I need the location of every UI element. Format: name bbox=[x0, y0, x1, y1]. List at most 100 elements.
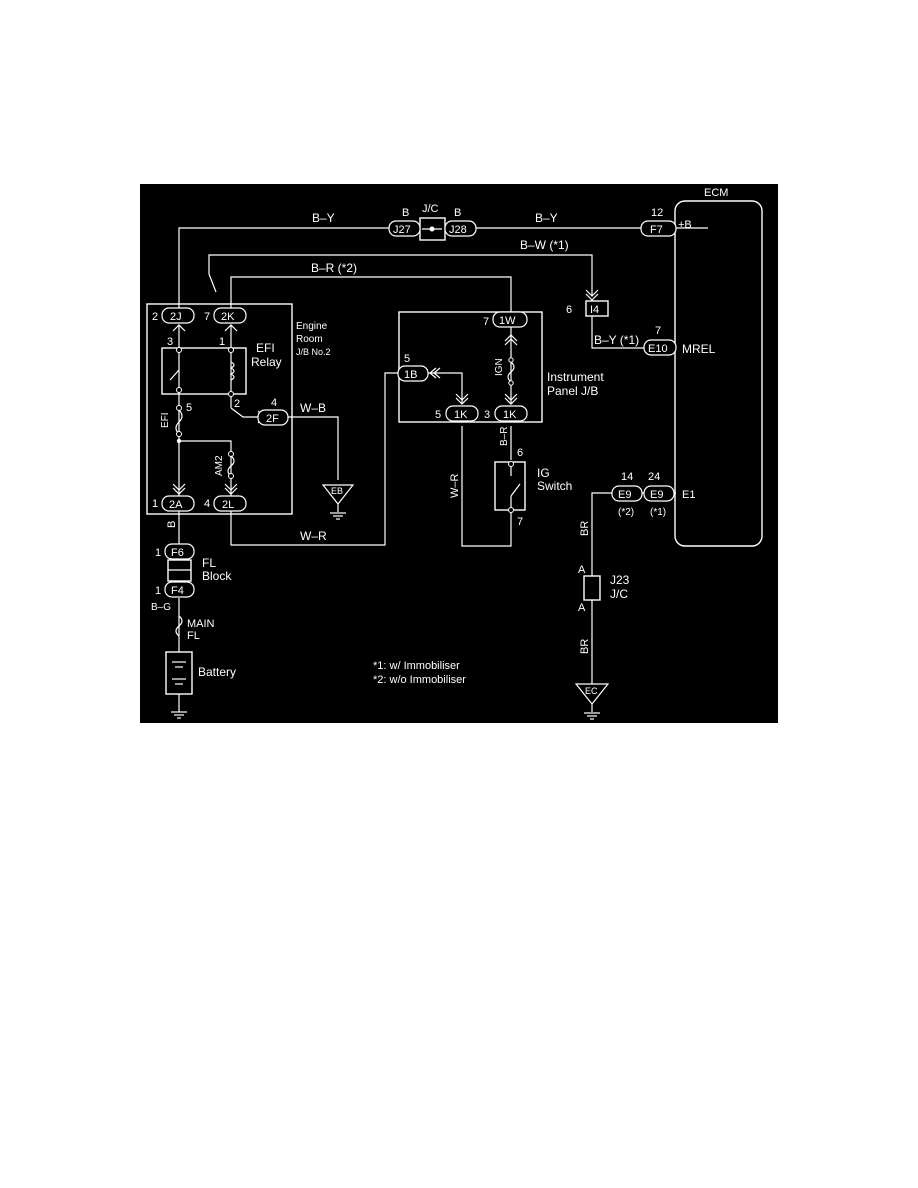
ecm-pin-b: +B bbox=[678, 219, 692, 231]
wire-label-by-right: B–Y bbox=[535, 211, 558, 225]
diagram-background bbox=[140, 184, 778, 723]
j23-box bbox=[583, 575, 601, 601]
chevron-1w-2 bbox=[504, 338, 518, 346]
pin-relay-3: 3 bbox=[167, 336, 173, 348]
connector-i4-label: I4 bbox=[590, 304, 599, 316]
pin-ig-6: 6 bbox=[517, 447, 523, 459]
connector-2a-label: 2A bbox=[169, 499, 183, 511]
pin-1w: 7 bbox=[483, 316, 489, 328]
ig-contact-bottom bbox=[508, 507, 514, 513]
chevron-1w-1 bbox=[504, 334, 518, 342]
ig-switch-arm bbox=[510, 483, 521, 497]
connector-i4 bbox=[585, 300, 609, 317]
pin-1k-right: 3 bbox=[484, 409, 490, 421]
chevron-1k-left-2 bbox=[455, 397, 469, 405]
pin-2f: 4 bbox=[271, 397, 277, 409]
pin-1k-left: 5 bbox=[435, 409, 441, 421]
ig-contact-top bbox=[508, 461, 514, 467]
ecm-pin-e1: E1 bbox=[682, 489, 695, 501]
pin-e9a: 14 bbox=[621, 471, 633, 483]
am2-branch-node bbox=[176, 438, 182, 444]
footnote-2: *2: w/o Immobiliser bbox=[373, 674, 466, 686]
wire-bw bbox=[208, 254, 593, 296]
jc-top-left-b: B bbox=[402, 207, 409, 219]
fl-block: 1 F6 1 F4 FL Block bbox=[155, 543, 232, 598]
relay-coil bbox=[229, 361, 235, 381]
chevron-2l-1 bbox=[224, 483, 238, 491]
main-fl-label-1: MAIN bbox=[187, 618, 215, 630]
jc-top-label: J/C bbox=[422, 203, 439, 215]
pin-i4: 6 bbox=[566, 304, 572, 316]
relay-contact-bottom bbox=[176, 387, 182, 393]
connector-2a bbox=[161, 495, 195, 512]
i4-chevron-2 bbox=[585, 293, 599, 301]
efi-relay-box bbox=[161, 347, 247, 395]
ecm-pin-mrel: MREL bbox=[682, 342, 716, 356]
connector-f7-group: 12 F7 bbox=[640, 207, 677, 237]
connector-2f-label: 2F bbox=[266, 413, 279, 425]
instrument-panel-jb: Instrument Panel J/B 7 1W IGN 5 1B 5 1K … bbox=[397, 311, 604, 423]
connector-2j bbox=[161, 307, 195, 324]
ign-fuse bbox=[507, 361, 515, 383]
wire-label-br-upper: BR bbox=[579, 521, 591, 536]
am2-fuse-top bbox=[228, 451, 234, 457]
junction-connector-top: J/C B B J27 J28 bbox=[388, 203, 477, 241]
pin-f4: 1 bbox=[155, 585, 161, 597]
connector-e10-group: 7 E10 bbox=[643, 325, 677, 356]
connector-e9a bbox=[611, 485, 643, 502]
j23-label: J23 bbox=[610, 573, 630, 587]
main-fl-label-2: FL bbox=[187, 630, 200, 642]
main-fl: MAIN FL bbox=[175, 615, 215, 642]
relay-coil-bottom bbox=[228, 391, 234, 397]
wire-labels: B–Y B–Y B–W (*1) B–R (*2) B–Y (*1) W–B W… bbox=[151, 211, 639, 654]
main-fl-fuse bbox=[175, 615, 183, 637]
pin-2k: 7 bbox=[204, 311, 210, 323]
pin-2a: 1 bbox=[152, 498, 158, 510]
ground-eb-label: EB bbox=[331, 486, 343, 496]
pin-relay-2: 2 bbox=[234, 398, 240, 410]
connector-2f bbox=[257, 409, 289, 426]
efi-fuse-bottom bbox=[176, 431, 182, 437]
connector-j27 bbox=[388, 220, 421, 237]
efi-relay-label-2: Relay bbox=[251, 355, 282, 369]
efi-fuse-label: EFI bbox=[160, 412, 171, 428]
connector-1k-right bbox=[494, 405, 528, 422]
pin-relay-5: 5 bbox=[186, 402, 192, 414]
footnote-1: *1: w/ Immobiliser bbox=[373, 660, 460, 672]
battery-label: Battery bbox=[198, 665, 236, 679]
fl-block-label-2: Block bbox=[202, 569, 232, 583]
connector-2k-label: 2K bbox=[221, 311, 235, 323]
connector-e9a-label: E9 bbox=[618, 489, 631, 501]
wire-label-br-lower: BR bbox=[579, 639, 591, 654]
chevron-2a-2 bbox=[172, 487, 186, 495]
chevron-1k-right-2 bbox=[504, 397, 518, 405]
battery-box bbox=[165, 651, 193, 695]
connector-i4-group: I4 6 bbox=[566, 289, 609, 317]
wire-label-wr-vertical: W–R bbox=[449, 474, 461, 499]
chevron-2a-1 bbox=[172, 483, 186, 491]
connector-f6 bbox=[164, 543, 195, 560]
engine-room-label-2: Room bbox=[296, 334, 323, 345]
connector-j28 bbox=[444, 220, 477, 237]
ign-fuse-bottom bbox=[508, 380, 514, 386]
pin-relay-1: 1 bbox=[219, 336, 225, 348]
connector-1b-label: 1B bbox=[404, 369, 417, 381]
wire-label-b-fl: B bbox=[166, 521, 178, 528]
chevron-1k-left-1 bbox=[455, 393, 469, 401]
connector-e9b-label: E9 bbox=[650, 489, 663, 501]
footnotes: *1: w/ Immobiliser *2: w/o Immobiliser bbox=[373, 660, 466, 686]
wire-br-upper bbox=[591, 492, 612, 576]
am2-fuse bbox=[227, 455, 235, 477]
ground-ec-triangle bbox=[574, 683, 610, 705]
chevron-1k-right-1 bbox=[504, 393, 518, 401]
pin-e9b: 24 bbox=[648, 471, 660, 483]
wire-relay-2f bbox=[230, 407, 264, 418]
j23-jc-label: J/C bbox=[610, 587, 628, 601]
variant-e9b: (*1) bbox=[650, 507, 666, 518]
ground-eb: EB bbox=[321, 484, 355, 520]
efi-fuse-top bbox=[176, 405, 182, 411]
ecm-box bbox=[674, 200, 763, 547]
chevron-2l-2 bbox=[224, 487, 238, 495]
engine-room-label-1: Engine bbox=[296, 321, 328, 332]
wire-label-wr-bottom: W–R bbox=[300, 529, 327, 543]
